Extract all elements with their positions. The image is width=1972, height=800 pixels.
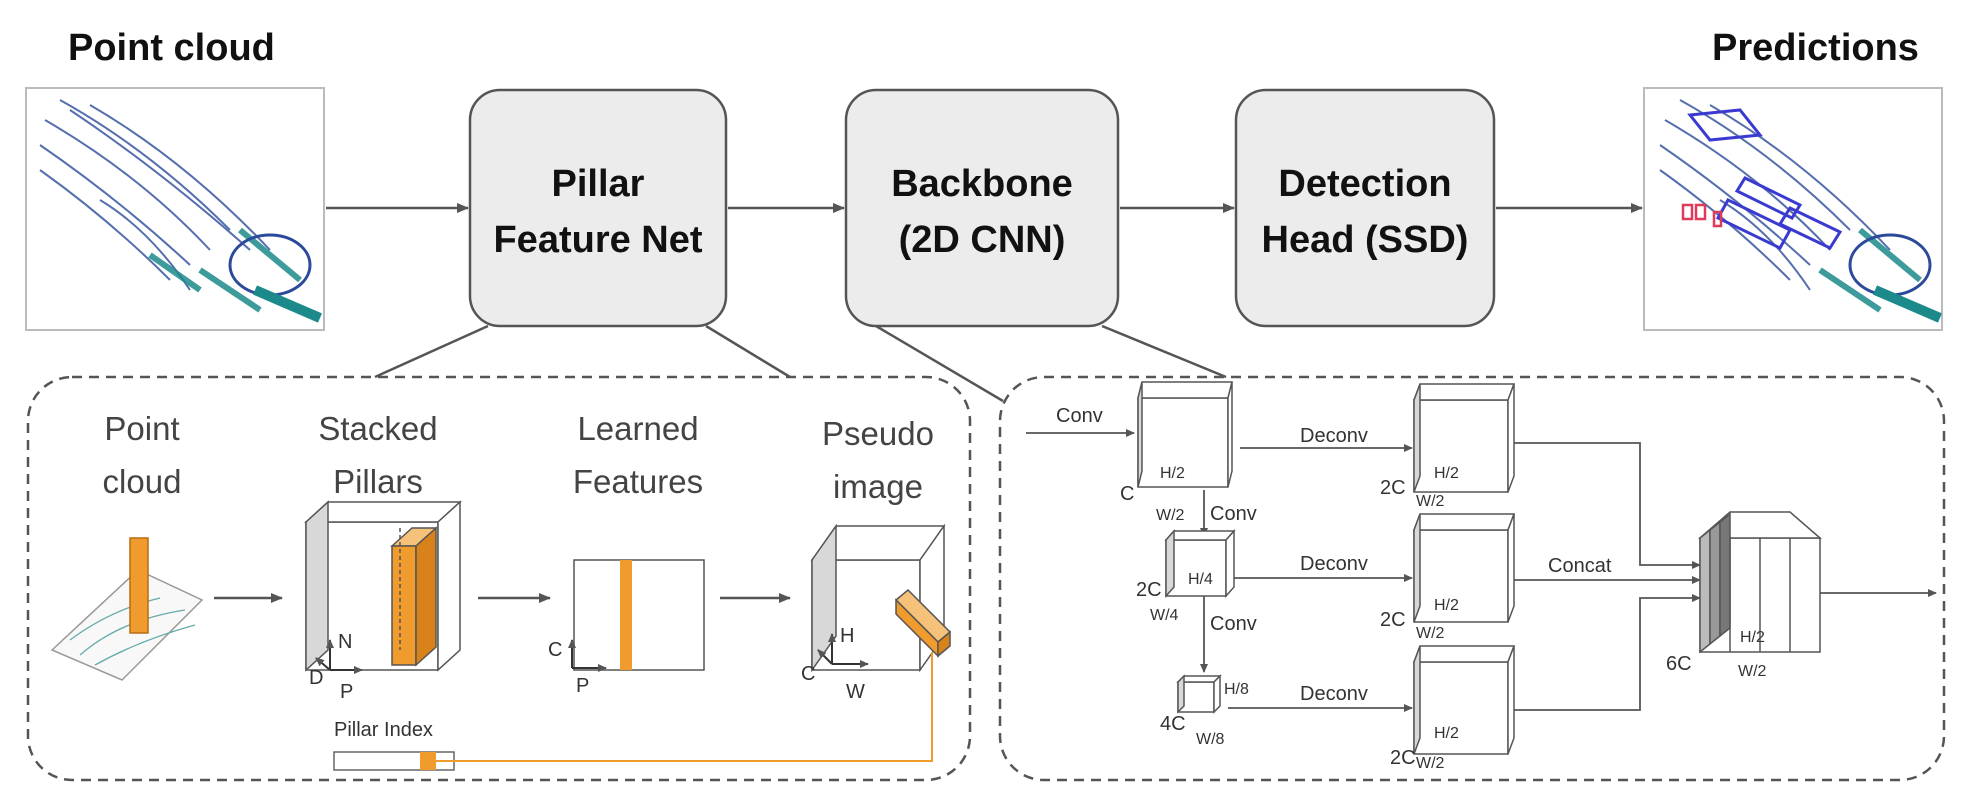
up2-h: H/2 — [1434, 597, 1459, 614]
backbone-block-3 — [1176, 674, 1222, 714]
backbone-deconv3-label: Deconv — [1300, 683, 1368, 705]
backbone-upsample-3 — [1412, 645, 1516, 755]
block2-h: H/4 — [1188, 571, 1213, 588]
pfn-point-cloud-plane — [50, 537, 204, 681]
detection-head-line2: Head (SSD) — [1262, 219, 1469, 261]
pfn-axis-h-pseudo: H — [840, 625, 854, 647]
pfn-stacked-pillars-line2: Pillars — [333, 463, 423, 500]
block3-w: W/8 — [1196, 731, 1225, 748]
pfn-point-cloud-line2: cloud — [103, 463, 182, 500]
detection-head-line1: Detection — [1278, 163, 1451, 205]
pfn-axis-p-learned: P — [576, 675, 589, 697]
up2-w: W/2 — [1416, 625, 1445, 642]
pfn-pillar-index-link — [436, 652, 933, 762]
pfn-axis-c-learned: C — [548, 639, 562, 661]
backbone-deconv2-label: Deconv — [1300, 553, 1368, 575]
predictions-title: Predictions — [1712, 27, 1919, 69]
pillar-feature-net-box: Pillar Feature Net — [468, 88, 728, 328]
backbone-upsample-2 — [1412, 513, 1516, 623]
up3-c: 2C — [1390, 747, 1416, 769]
pfn-pillar-index-marker — [420, 752, 436, 770]
backbone-conv3-label: Conv — [1210, 613, 1257, 635]
backbone-box: Backbone (2D CNN) — [844, 88, 1120, 328]
pfn-pseudo-image-line1: Pseudo — [822, 415, 934, 452]
pillar-feature-net-line1: Pillar — [552, 163, 645, 205]
pfn-stacked-axes — [315, 639, 363, 674]
backbone-line2: (2D CNN) — [899, 219, 1066, 261]
pfn-pseudo-axes — [817, 633, 869, 668]
pfn-learned-features-line2: Features — [573, 463, 703, 500]
up3-h: H/2 — [1434, 725, 1459, 742]
pfn-learned-features-line1: Learned — [577, 410, 698, 447]
up1-c: 2C — [1380, 477, 1406, 499]
pfn-pseudo-image-line2: image — [833, 468, 923, 505]
pfn-point-cloud-line1: Point — [104, 410, 179, 447]
point-cloud-image — [25, 87, 325, 331]
backbone-concat-label: Concat — [1548, 555, 1612, 577]
pfn-axis-w-pseudo: W — [846, 681, 865, 703]
backbone-conv2-label: Conv — [1210, 503, 1257, 525]
pfn-pillar-index-label: Pillar Index — [334, 719, 433, 741]
pfn-axis-c-pseudo: C — [801, 663, 815, 685]
block3-c: 4C — [1160, 713, 1186, 735]
pfn-single-pillar — [129, 537, 149, 634]
block1-c: C — [1120, 483, 1134, 505]
point-cloud-title: Point cloud — [68, 27, 275, 69]
out-h: H/2 — [1740, 629, 1765, 646]
block1-w: W/2 — [1156, 507, 1185, 524]
predictions-image — [1643, 87, 1943, 331]
backbone-concat-block — [1697, 511, 1823, 654]
out-w: W/2 — [1738, 663, 1767, 680]
pfn-axis-d: D — [309, 667, 323, 689]
backbone-block-2 — [1164, 529, 1236, 598]
block1-h: H/2 — [1160, 465, 1185, 482]
block3-h: H/8 — [1224, 681, 1249, 698]
zoom-lines — [374, 324, 1227, 403]
pfn-axis-n: N — [338, 631, 352, 653]
pfn-axis-p: P — [340, 681, 353, 703]
block2-w: W/4 — [1150, 607, 1179, 624]
pfn-stacked-pillars-cube — [304, 500, 462, 672]
pfn-learned-features-panel — [573, 559, 705, 671]
backbone-line1: Backbone — [891, 163, 1073, 205]
block2-c: 2C — [1136, 579, 1162, 601]
pillar-feature-net-line2: Feature Net — [493, 219, 702, 261]
pfn-stacked-pillars-line1: Stacked — [318, 410, 437, 447]
pfn-learned-axes — [568, 639, 607, 672]
pfn-detail-panel — [26, 375, 972, 782]
up1-h: H/2 — [1434, 465, 1459, 482]
backbone-block-1 — [1137, 381, 1233, 488]
out-c: 6C — [1666, 653, 1692, 675]
backbone-deconv1-label: Deconv — [1300, 425, 1368, 447]
up3-w: W/2 — [1416, 755, 1445, 772]
backbone-upsample-1 — [1412, 383, 1516, 493]
backbone-detail-panel — [998, 375, 1946, 782]
up1-w: W/2 — [1416, 493, 1445, 510]
up2-c: 2C — [1380, 609, 1406, 631]
detection-head-box: Detection Head (SSD) — [1234, 88, 1496, 328]
backbone-conv-in-label: Conv — [1056, 405, 1103, 427]
pfn-pseudo-image-cube — [810, 523, 952, 673]
